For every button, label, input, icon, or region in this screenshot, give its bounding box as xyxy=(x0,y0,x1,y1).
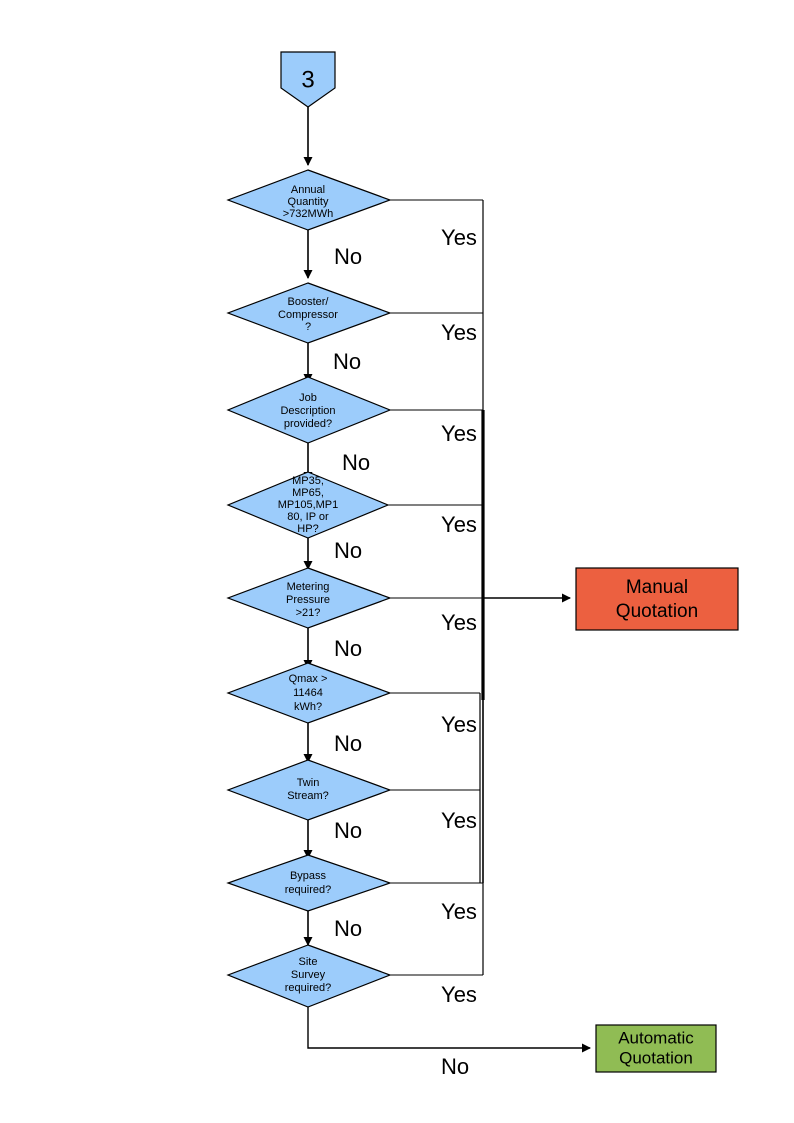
label-twin-stream-no: No xyxy=(334,818,362,843)
decision-annual-quantity-line-3: >732MWh xyxy=(283,208,333,220)
decision-job-description-line-2: Description xyxy=(280,405,335,417)
label-booster-compressor-yes: Yes xyxy=(441,320,477,345)
decision-qmax-line-1: Qmax > xyxy=(289,673,328,685)
label-qmax-no: No xyxy=(334,731,362,756)
decision-booster-compressor-line-2: Compressor xyxy=(278,309,338,321)
decision-twin-stream-line-2: Stream? xyxy=(287,790,329,802)
decision-mp-type-line-1: MP35, xyxy=(292,475,324,487)
terminal-manual-quotation-line-1: Manual xyxy=(626,577,688,598)
decision-job-description-line-1: Job xyxy=(299,392,317,404)
decision-bypass-line-2: required? xyxy=(285,884,331,896)
label-bypass-yes: Yes xyxy=(441,899,477,924)
decision-booster-compressor-line-3: ? xyxy=(305,321,311,333)
decision-bypass-line-1: Bypass xyxy=(290,870,327,882)
label-mp-type-no: No xyxy=(334,538,362,563)
start-connector-3[interactable] xyxy=(280,51,336,108)
decision-qmax-line-3: kWh? xyxy=(294,701,322,713)
decision-twin-stream-line-1: Twin xyxy=(297,777,320,789)
decision-annual-quantity-line-1: Annual xyxy=(291,184,325,196)
label-twin-stream-yes: Yes xyxy=(441,808,477,833)
decision-mp-type-line-3: MP105,MP1 xyxy=(278,499,339,511)
terminal-manual-quotation[interactable] xyxy=(575,567,739,631)
label-job-description-no: No xyxy=(342,450,370,475)
label-metering-pressure-no: No xyxy=(334,636,362,661)
decision-mp-type-line-4: 80, IP or xyxy=(287,511,329,523)
edge-site-survey-no xyxy=(307,1007,591,1053)
decision-mp-type-line-2: MP65, xyxy=(292,487,324,499)
terminal-automatic-quotation[interactable] xyxy=(595,1024,717,1073)
terminal-automatic-quotation-line-1: Automatic xyxy=(618,1028,694,1047)
terminal-automatic-quotation-line-2: Quotation xyxy=(619,1048,693,1067)
decision-site-survey-line-1: Site xyxy=(299,956,318,968)
label-qmax-yes: Yes xyxy=(441,712,477,737)
label-job-description-yes: Yes xyxy=(441,421,477,446)
decision-mp-type-line-5: HP? xyxy=(297,523,318,535)
decision-metering-pressure-line-2: Pressure xyxy=(286,594,330,606)
label-annual-quantity-yes: Yes xyxy=(441,225,477,250)
decision-site-survey-line-2: Survey xyxy=(291,969,326,981)
terminal-manual-quotation-line-2: Quotation xyxy=(616,601,698,622)
decision-qmax-line-2: 11464 xyxy=(293,687,323,699)
label-site-survey-no: No xyxy=(441,1054,469,1079)
label-annual-quantity-no: No xyxy=(334,244,362,269)
label-metering-pressure-yes: Yes xyxy=(441,610,477,635)
label-site-survey-yes: Yes xyxy=(441,982,477,1007)
label-mp-type-yes: Yes xyxy=(441,512,477,537)
label-booster-compressor-no: No xyxy=(333,349,361,374)
decision-annual-quantity-line-2: Quantity xyxy=(288,196,329,208)
decision-site-survey-line-3: required? xyxy=(285,982,331,994)
start-connector-label: 3 xyxy=(301,66,314,93)
decision-booster-compressor-line-1: Booster/ xyxy=(288,296,330,308)
decision-metering-pressure-line-1: Metering xyxy=(287,581,330,593)
decision-metering-pressure-line-3: >21? xyxy=(296,607,321,619)
decision-job-description-line-3: provided? xyxy=(284,418,332,430)
label-bypass-no: No xyxy=(334,916,362,941)
